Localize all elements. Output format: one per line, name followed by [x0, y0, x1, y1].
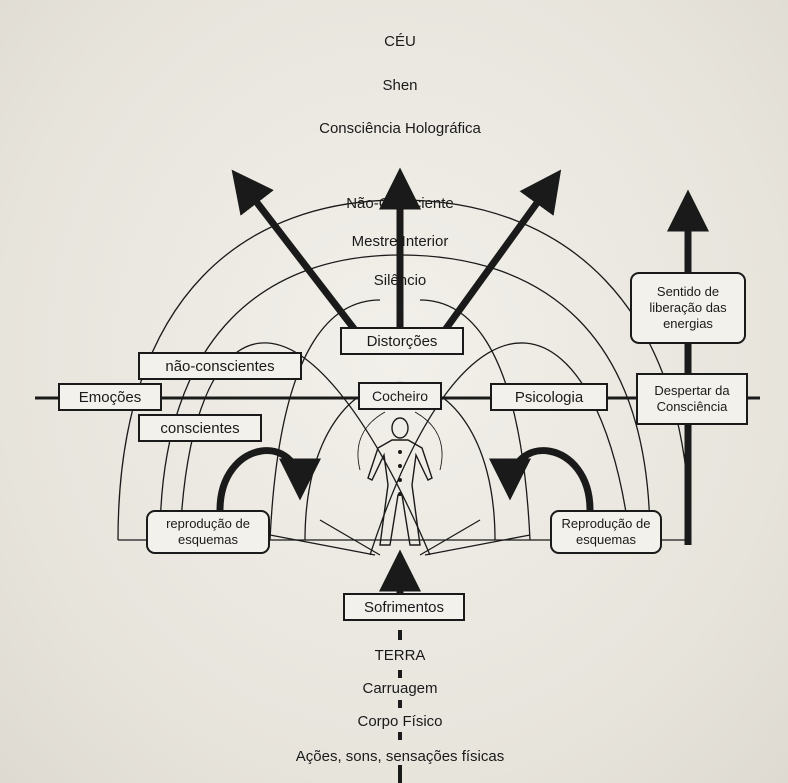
label-shen: Shen [382, 77, 418, 94]
label-corpo-fisico: Corpo Físico [357, 713, 443, 730]
label-nao-consciente: Não-Consciente [346, 195, 454, 212]
ray-line [319, 519, 381, 556]
left-diagonal-arrow [231, 169, 358, 333]
box-sofrimentos: Sofrimentos [343, 593, 465, 621]
right-curved-arrow [489, 447, 594, 511]
box-despertar-consciencia: Despertar da Consciência [636, 373, 748, 425]
label-carruagem: Carruagem [362, 680, 438, 697]
label-consciencia-holografica: Consciência Holográfica [319, 120, 481, 137]
box-sentido-liberacao: Sentido de liberação das energias [630, 272, 746, 344]
ray-line [424, 534, 531, 556]
inner-left-arc [269, 299, 381, 541]
label-ceu: CÉU [384, 33, 416, 50]
human-figure-icon [357, 411, 443, 546]
ray-line [419, 519, 481, 556]
ray-line [269, 534, 376, 556]
label-acoes: Ações, sons, sensações físicas [295, 748, 505, 765]
box-reproducao-esquerda: reprodução de esquemas [146, 510, 270, 554]
box-emocoes: Emoções [58, 383, 162, 411]
left-loop-arc [179, 342, 431, 556]
label-mestre-interior: Mestre Interior [351, 233, 449, 250]
box-conscientes: conscientes [138, 414, 262, 442]
right-diagonal-arrow [442, 169, 562, 333]
left-curved-arrow [216, 447, 321, 511]
box-reproducao-direita: Reprodução de esquemas [550, 510, 662, 554]
label-silencio: Silêncio [373, 272, 427, 289]
box-psicologia: Psicologia [490, 383, 608, 411]
box-distorcoes: Distorções [340, 327, 464, 355]
box-nao-conscientes: não-conscientes [138, 352, 302, 380]
box-cocheiro: Cocheiro [358, 382, 442, 410]
right-loop-arc [369, 342, 631, 556]
label-terra: TERRA [374, 647, 426, 664]
